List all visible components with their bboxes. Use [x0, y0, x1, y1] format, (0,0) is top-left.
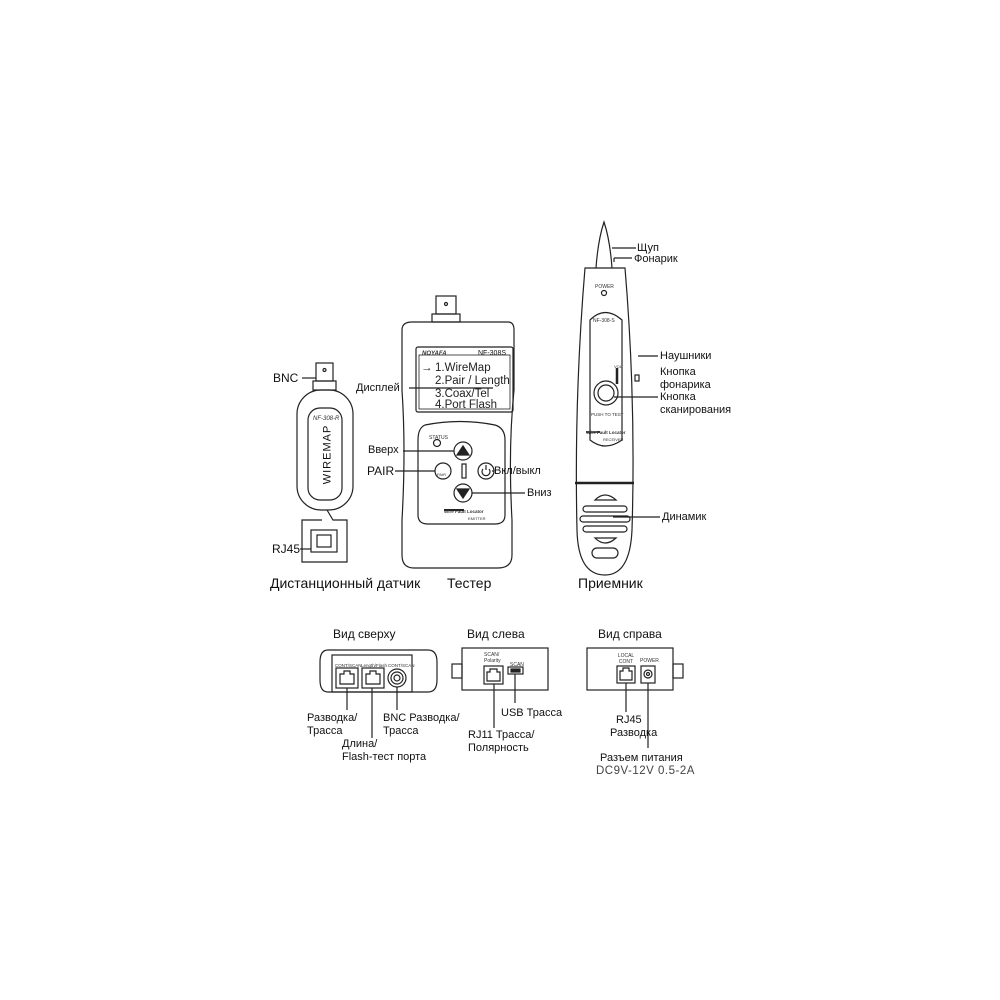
- up-label: Вверх: [368, 444, 399, 456]
- length-label-2: Flash-тест порта: [342, 751, 427, 763]
- power-label: Вкл/выкл: [494, 465, 541, 477]
- receiver-model: NF-308-S: [593, 318, 615, 324]
- bnc-wiring-label-1: BNC Разводка/: [383, 712, 460, 724]
- scan-button-label-1: Кнопка: [660, 391, 696, 403]
- status-led-label: STATUS: [429, 435, 448, 441]
- display-label: Дисплей: [356, 382, 400, 394]
- wiring-trace-label-2: Трасса: [307, 725, 343, 737]
- menu-arrow: →: [421, 362, 433, 374]
- length-label-1: Длина/: [342, 738, 378, 750]
- remote-model: NF-308-R: [313, 416, 340, 422]
- down-label: Вниз: [527, 487, 552, 499]
- right-view-drawing: [586, 647, 684, 748]
- receiver-caption: Приемник: [578, 575, 643, 591]
- left-port-2: SCAN: [510, 662, 524, 668]
- power-spec: DC9V-12V 0.5-2A: [596, 765, 695, 777]
- right-port-2: POWER: [640, 658, 659, 664]
- tester-body: [401, 321, 515, 569]
- top-port-3: CONT/SCAN: [388, 663, 415, 668]
- pair-button-text[interactable]: PAIR: [437, 472, 447, 477]
- flash-button-label-1: Кнопка: [660, 366, 696, 378]
- top-view-title: Вид сверху: [333, 627, 396, 641]
- flash-button-label-2: фонарика: [660, 379, 711, 391]
- menu-item-port-flash[interactable]: 4.Port Flash: [435, 399, 497, 411]
- tester-caption: Тестер: [447, 575, 492, 591]
- tester-footer: Wire Fault Locator: [444, 509, 484, 514]
- receiver-footer: Wire Fault Locator: [586, 430, 626, 435]
- scan-button-label-2: сканирования: [660, 404, 732, 416]
- rj45-label: RJ45: [272, 542, 301, 556]
- wiring-trace-label-1: Разводка/: [307, 712, 358, 724]
- right-port-1: LOCAL CONT: [617, 653, 635, 665]
- menu-item-coax-tel[interactable]: 3.Coax/Tel: [435, 388, 490, 400]
- receiver-body: [575, 267, 634, 576]
- flashlight-label: Фонарик: [634, 253, 678, 265]
- headphones-label: Наушники: [660, 350, 712, 362]
- tester-brand: NOYAFA: [422, 351, 447, 357]
- bnc-label: BNC: [273, 371, 299, 385]
- receiver-power-label: POWER: [595, 284, 614, 290]
- remote-body: [296, 389, 354, 511]
- usb-trace-label: USB Трасса: [501, 707, 563, 719]
- rj45-wiring-label-1: RJ45: [616, 714, 642, 726]
- left-view-title: Вид слева: [467, 627, 525, 641]
- remote-caption: Дистанционный датчик: [270, 575, 421, 591]
- left-port-1: SCAN/ Polarity: [484, 652, 501, 664]
- right-view-title: Вид справа: [598, 627, 662, 641]
- tester-model: NF-308S: [478, 350, 507, 357]
- remote-body-text: WIREMAP: [321, 424, 334, 485]
- receiver-footer-sub: RECEIVER: [603, 437, 624, 442]
- tester-footer-sub: EMITTER: [468, 516, 486, 521]
- menu-item-wiremap[interactable]: 1.WireMap: [435, 362, 491, 374]
- pair-label: PAIR: [367, 464, 395, 478]
- top-port-1: CONT/SCAN: [335, 663, 362, 668]
- vol-label: VOL: [614, 364, 623, 369]
- top-view-drawing: [319, 649, 438, 738]
- rj11-label-2: Полярность: [468, 742, 529, 754]
- receiver-drawing: [575, 220, 660, 576]
- top-port-2: Length/Flash: [361, 663, 388, 668]
- rj11-label-1: RJ11 Трасса/: [468, 729, 535, 741]
- rj45-wiring-label-2: Разводка: [610, 727, 658, 739]
- receiver-probe: [595, 220, 613, 269]
- left-view-drawing: [451, 647, 549, 728]
- power-jack-label: Разъем питания: [600, 752, 683, 764]
- speaker-label: Динамик: [662, 511, 707, 523]
- bnc-wiring-label-2: Трасса: [383, 725, 419, 737]
- tester-screen: [415, 346, 514, 413]
- probe-label: Щуп: [637, 242, 660, 254]
- tester-drawing: [395, 295, 525, 569]
- menu-item-pair-length[interactable]: 2.Pair / Length: [435, 375, 510, 387]
- remote-unit-drawing: [296, 362, 354, 563]
- push-to-test-label[interactable]: PUSH TO TEST: [591, 412, 624, 417]
